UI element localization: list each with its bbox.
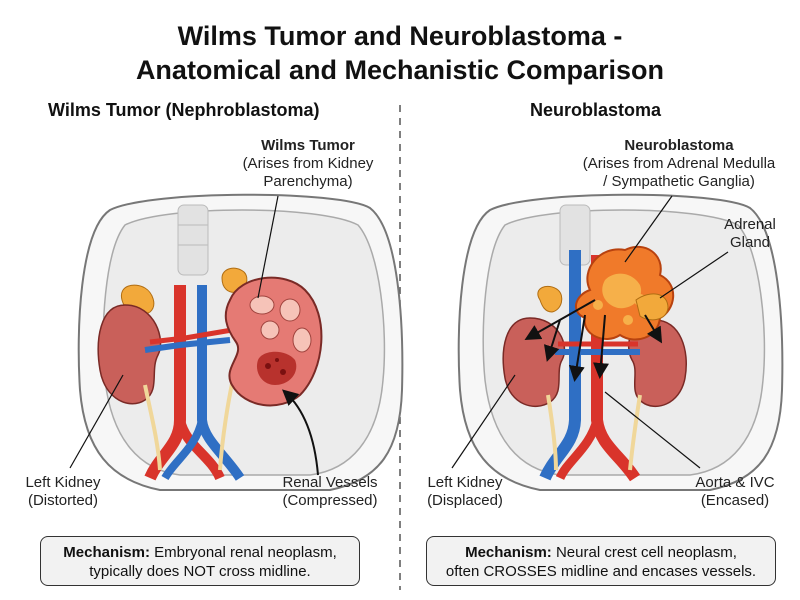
right-mechanism-text-2: often CROSSES midline and encases vessel…: [445, 563, 757, 580]
wilms-tumor-label: Wilms Tumor (Arises from Kidney Parenchy…: [218, 137, 398, 191]
right-adrenal-gland: [635, 293, 669, 321]
wilms-tumor-title: Wilms Tumor: [261, 137, 355, 154]
left-mechanism-text-2: typically does NOT cross midline.: [89, 563, 311, 580]
left-kidney-label-1: Left Kidney: [25, 474, 101, 491]
right-ivc: [539, 250, 581, 481]
neuroblastoma-origin-2: / Sympathetic Ganglia): [603, 173, 755, 190]
renal-vessels-label-2: (Compressed): [282, 492, 378, 509]
left-kidney-label: Left Kidney (Distorted): [8, 474, 118, 510]
adrenal-label-2: Gland: [729, 234, 771, 251]
neuroblastoma-label: Neuroblastoma (Arises from Adrenal Medul…: [570, 137, 788, 191]
right-heading: Neuroblastoma: [530, 100, 662, 120]
left-kidney-label-2: (Distorted): [27, 492, 98, 509]
adrenal-label-1: Adrenal: [724, 216, 776, 233]
left-panel-kidney-small: [97, 304, 162, 405]
right-mechanism-label: Mechanism:: [465, 544, 552, 561]
left-mechanism-label: Mechanism:: [63, 544, 150, 561]
adrenal-gland-label: Adrenal Gland: [710, 216, 790, 252]
renal-vessels-label: Renal Vessels (Compressed): [270, 474, 390, 510]
right-panel-left-kidney: [502, 317, 566, 407]
right-kidney-label-2: (Displaced): [427, 492, 503, 509]
wilms-tumor-mass: [256, 351, 297, 385]
title-line-2: Anatomical and Mechanistic Comparison: [135, 55, 665, 85]
left-heading: Wilms Tumor (Nephroblastoma): [48, 100, 320, 120]
neuroblastoma-title: Neuroblastoma: [624, 137, 734, 154]
right-mechanism-text-1: Neural crest cell neoplasm,: [555, 544, 737, 561]
wilms-origin-1: (Arises from Kidney: [242, 155, 374, 172]
aorta-ivc-label-2: (Encased): [700, 492, 770, 509]
neuroblastoma-origin-1: (Arises from Adrenal Medulla: [582, 155, 776, 172]
title-line-1: Wilms Tumor and Neuroblastoma -: [177, 21, 623, 51]
aorta-ivc-label-1: Aorta & IVC: [695, 474, 775, 491]
renal-vessels-label-1: Renal Vessels: [282, 474, 378, 491]
aorta-ivc-label: Aorta & IVC (Encased): [680, 474, 790, 510]
right-kidney-label-1: Left Kidney: [427, 474, 503, 491]
wilms-origin-2: Parenchyma): [263, 173, 353, 190]
right-torso-illustration: [451, 193, 784, 491]
right-left-kidney-label: Left Kidney (Displaced): [410, 474, 520, 510]
left-mechanism-box: Mechanism: Embryonal renal neoplasm, typ…: [40, 536, 360, 586]
left-mechanism-text-1: Embryonal renal neoplasm,: [154, 544, 337, 561]
left-torso-illustration: [69, 193, 404, 491]
right-mechanism-box: Mechanism: Neural crest cell neoplasm, o…: [426, 536, 776, 586]
